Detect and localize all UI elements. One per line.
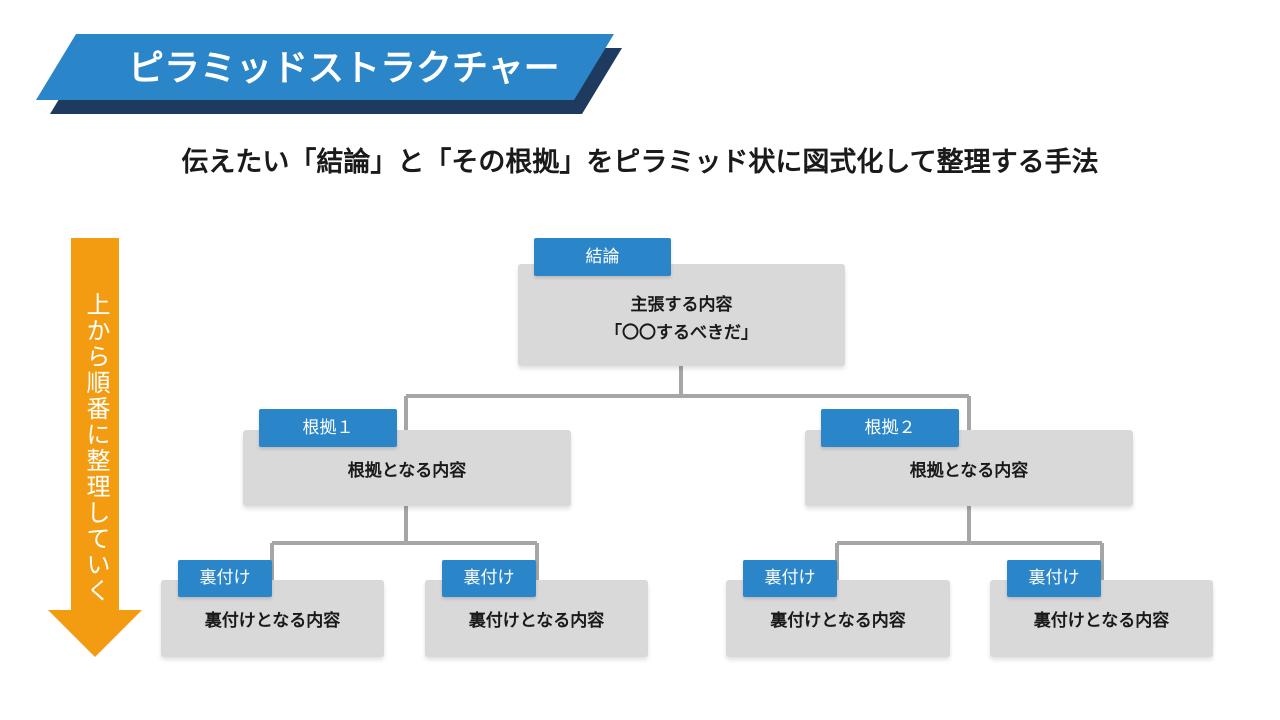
ground-text-1: 根拠となる内容: [347, 461, 467, 481]
ground-tag-1: 根拠１: [259, 409, 397, 447]
support-tag-4: 裏付け: [1007, 560, 1101, 597]
support-text-4: 裏付けとなる内容: [1033, 611, 1170, 631]
support-text-3: 裏付けとなる内容: [770, 611, 906, 631]
support-tag-2: 裏付け: [442, 560, 536, 597]
title-banner: [36, 34, 614, 100]
support-text-1: 裏付けとなる内容: [204, 611, 341, 631]
ground-text-2: 根拠となる内容: [909, 461, 1029, 481]
support-tag-3: 裏付け: [743, 560, 837, 597]
arrow-label: 上から順番に整理していく: [82, 292, 110, 604]
conclusion-box: 主張する内容 「〇〇するべきだ」: [518, 264, 845, 366]
page-subtitle: 伝えたい「結論」と「その根拠」をピラミッド状に図式化して整理する手法: [181, 147, 1099, 178]
conclusion-line2: 「〇〇するべきだ」: [605, 323, 758, 343]
conclusion-tag: 結論: [534, 238, 671, 276]
down-arrow-shape: [48, 238, 142, 657]
page-title: ピラミッドストラクチャー: [128, 48, 560, 89]
conclusion-line1: 主張する内容: [630, 295, 733, 315]
ground-tag-2: 根拠２: [821, 409, 959, 447]
support-text-2: 裏付けとなる内容: [468, 611, 605, 631]
support-tag-1: 裏付け: [178, 560, 272, 597]
